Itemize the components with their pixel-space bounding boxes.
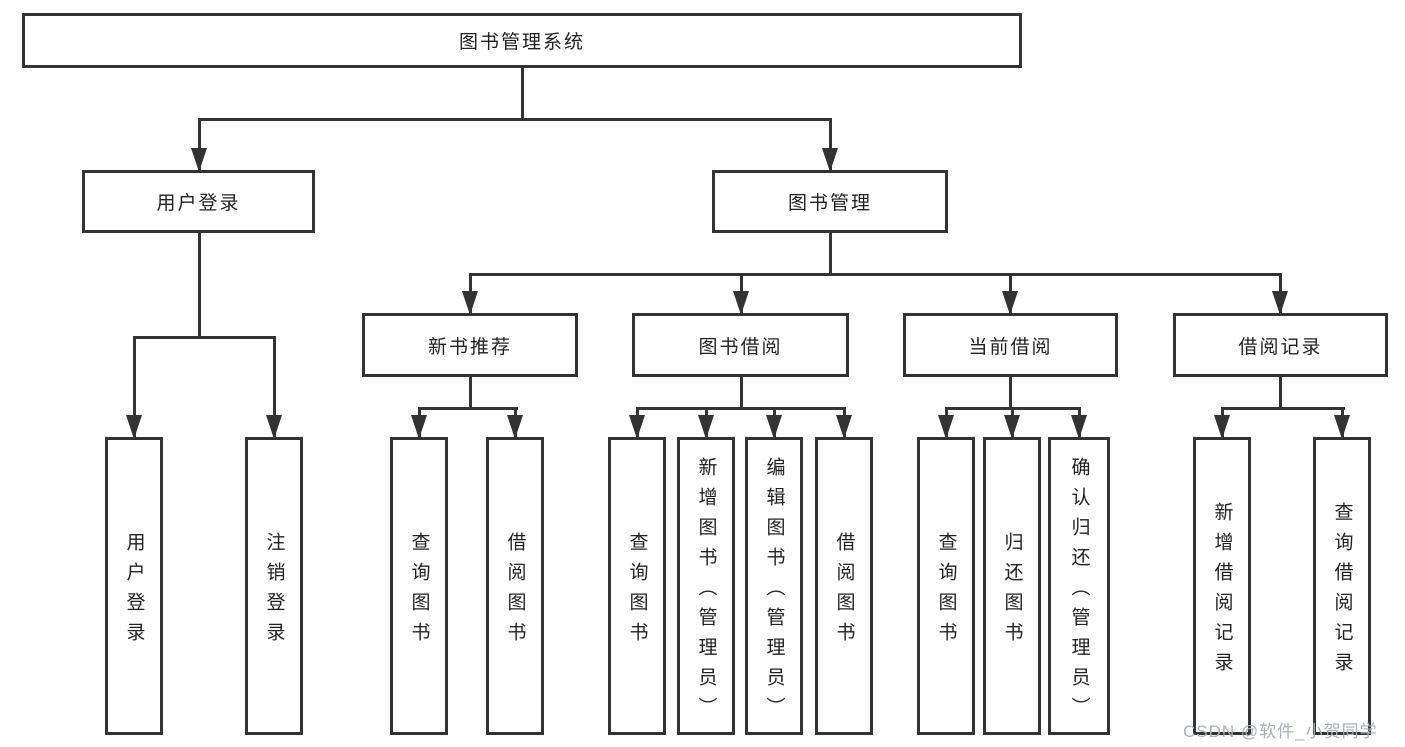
leaf-query-borrow-record: 查询借阅记录 [1313, 437, 1371, 735]
connector-book-mgmt-stem [829, 233, 832, 273]
connector-user-login-stem [198, 233, 201, 336]
leaf-label: 查询图书 [408, 531, 430, 652]
arrowhead-down-icon [1071, 415, 1087, 439]
node-root-label: 图书管理系统 [458, 32, 585, 53]
connector-stem [1009, 375, 1012, 407]
connector-drop [273, 336, 276, 437]
node-new-book-recommend: 新书推荐 [362, 313, 578, 377]
arrowhead-down-icon [822, 148, 838, 172]
leaf-label: 新增图书（管理员） [695, 456, 717, 727]
connector-stem [740, 375, 743, 407]
leaf-label: 查询图书 [935, 531, 957, 652]
leaf-edit-books-admin: 编辑图书（管理员） [745, 437, 803, 735]
node-current-borrowing: 当前借阅 [903, 313, 1118, 377]
arrowhead-down-icon [1004, 415, 1020, 439]
arrowhead-down-icon [1334, 415, 1350, 439]
arrowhead-down-icon [1272, 291, 1288, 315]
node-book-borrowing: 图书借阅 [632, 313, 849, 377]
leaf-label: 确认归还（管理员） [1068, 456, 1090, 727]
connector-branch [418, 407, 518, 410]
connector-drop [133, 336, 136, 437]
node-borrow-records-label: 借阅记录 [1238, 336, 1323, 358]
arrowhead-down-icon [836, 415, 852, 439]
node-root: 图书管理系统 [22, 13, 1022, 68]
arrowhead-down-icon [629, 415, 645, 439]
csdn-watermark: CSDN @软件_小贺同学 [1183, 722, 1378, 741]
arrowhead-down-icon [266, 415, 282, 439]
leaf-label: 借阅图书 [504, 531, 526, 652]
leaf-user-login: 用户登录 [105, 437, 163, 735]
arrowhead-down-icon [766, 415, 782, 439]
arrowhead-down-icon [938, 415, 954, 439]
arrowhead-down-icon [462, 291, 478, 315]
leaf-label: 新增借阅记录 [1211, 501, 1233, 682]
leaf-confirm-return-admin: 确认归还（管理员） [1048, 437, 1110, 735]
leaf-label: 归还图书 [1001, 531, 1023, 652]
connector-drop-user-login [198, 118, 201, 170]
connector-stem [1279, 375, 1282, 407]
leaf-query-books-1: 查询图书 [390, 437, 448, 735]
connector-drop-book-mgmt [829, 118, 832, 170]
node-book-management-label: 图书管理 [787, 193, 872, 214]
leaf-label: 查询借阅记录 [1331, 501, 1353, 682]
connector-branch [1221, 407, 1345, 410]
node-user-login: 用户登录 [82, 170, 315, 233]
node-book-borrowing-label: 图书借阅 [698, 336, 783, 358]
arrowhead-down-icon [191, 148, 207, 172]
leaf-return-books: 归还图书 [983, 437, 1041, 735]
leaf-logout: 注销登录 [245, 437, 303, 735]
arrowhead-down-icon [411, 415, 427, 439]
leaf-label: 注销登录 [263, 531, 285, 652]
leaf-add-books-admin: 新增图书（管理员） [677, 437, 735, 735]
node-new-book-recommend-label: 新书推荐 [427, 336, 512, 358]
node-current-borrowing-label: 当前借阅 [968, 336, 1053, 358]
node-borrow-records: 借阅记录 [1173, 313, 1388, 377]
leaf-borrow-books-1: 借阅图书 [486, 437, 544, 735]
connector-user-login-branch [133, 336, 276, 339]
arrowhead-down-icon [698, 415, 714, 439]
leaf-query-books-2: 查询图书 [608, 437, 666, 735]
leaf-borrow-books-2: 借阅图书 [815, 437, 873, 735]
connector-stem [469, 375, 472, 407]
leaf-label: 查询图书 [626, 531, 648, 652]
leaf-label: 编辑图书（管理员） [763, 456, 785, 727]
connector-root-stem [521, 68, 524, 118]
arrowhead-down-icon [1214, 415, 1230, 439]
node-book-management: 图书管理 [712, 170, 948, 233]
leaf-query-books-3: 查询图书 [917, 437, 975, 735]
connector-level2-branch [198, 118, 832, 121]
leaf-label: 用户登录 [123, 531, 145, 652]
leaf-add-borrow-record: 新增借阅记录 [1193, 437, 1251, 735]
arrowhead-down-icon [507, 415, 523, 439]
node-user-login-label: 用户登录 [156, 193, 241, 214]
connector-level3-branch [469, 273, 1282, 276]
leaf-label: 借阅图书 [833, 531, 855, 652]
arrowhead-down-icon [1002, 291, 1018, 315]
connector-branch [636, 407, 846, 410]
arrowhead-down-icon [126, 415, 142, 439]
arrowhead-down-icon [733, 291, 749, 315]
